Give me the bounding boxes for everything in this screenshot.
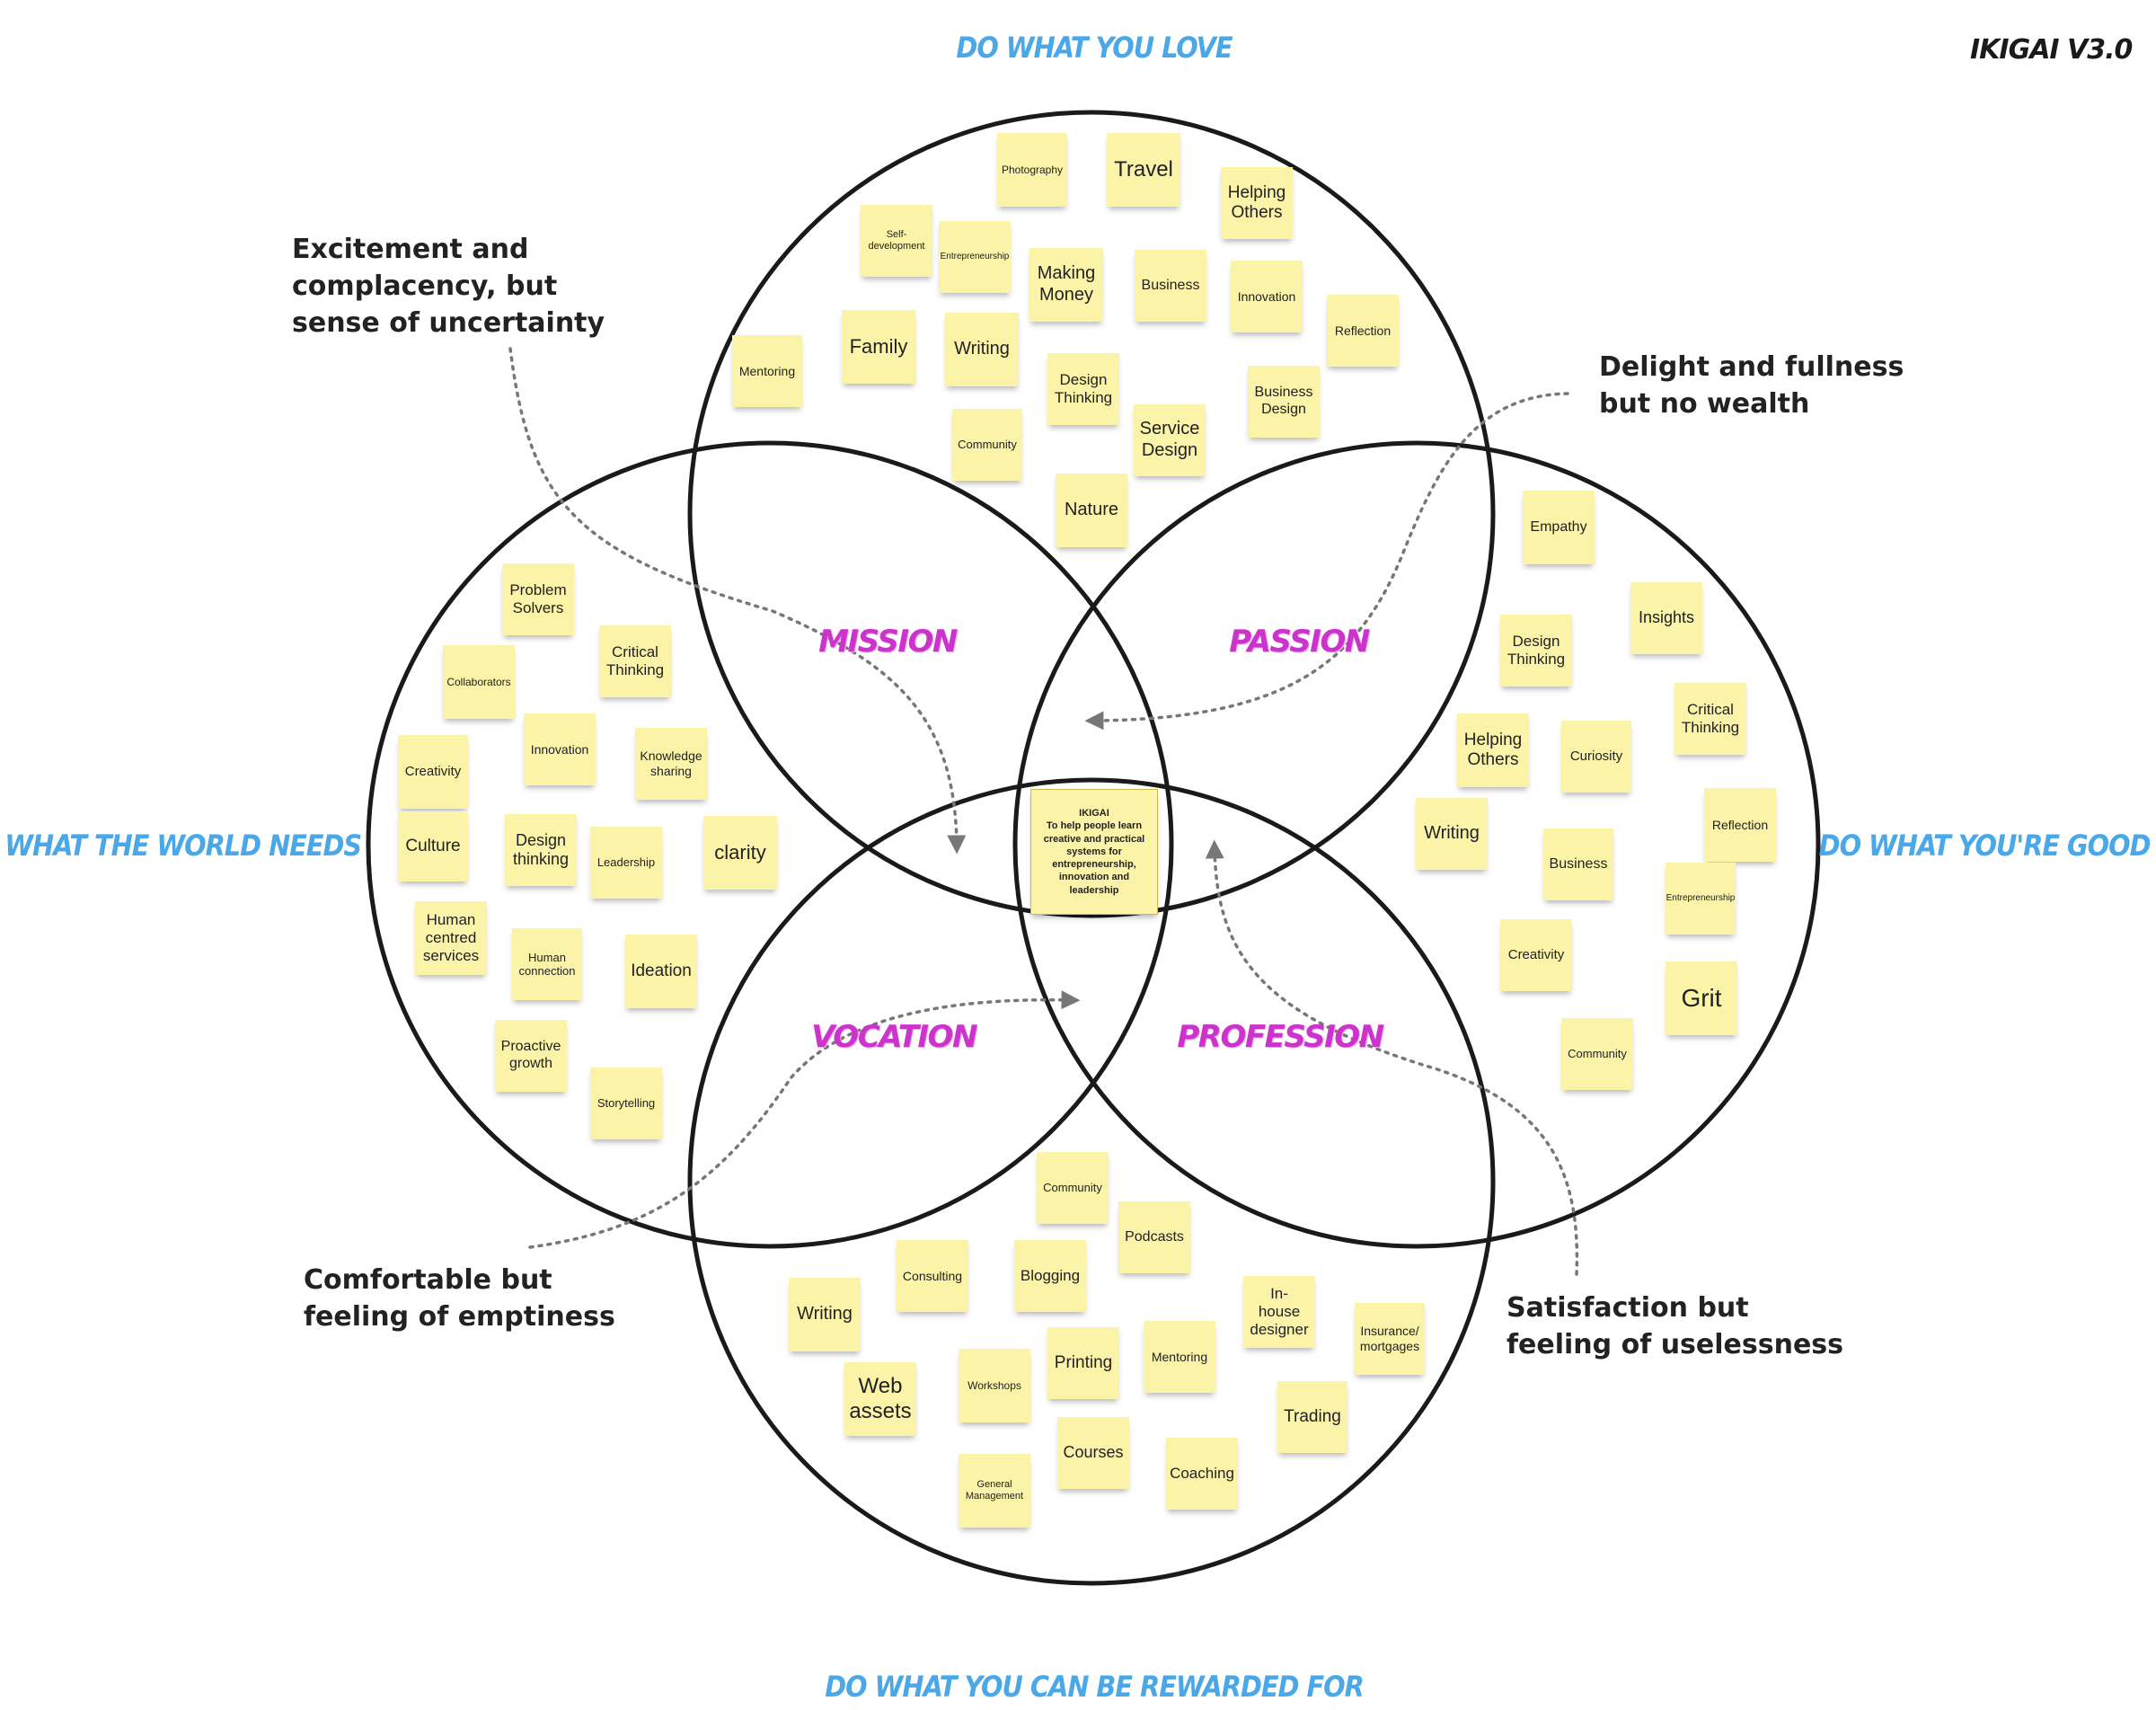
sticky-note-reward-trading[interactable]: Trading <box>1277 1381 1348 1453</box>
sticky-note-love-nature[interactable]: Nature <box>1056 474 1127 547</box>
sticky-note-world-clarity[interactable]: clarity <box>703 816 777 890</box>
sticky-note-world-knowledge-sharing[interactable]: Knowledge sharing <box>635 728 707 800</box>
label-do-what-the-world-needs: DO WHAT THE WORLD NEEDS <box>0 828 362 863</box>
annotation-excitement-uncertainty: Excitement and complacency, but sense of… <box>292 234 605 339</box>
annotation-satisfaction-uselessness: Satisfaction but feeling of uselessness <box>1507 1292 1844 1360</box>
sticky-note-reward-writing[interactable]: Writing <box>789 1278 861 1351</box>
sticky-note-love-community[interactable]: Community <box>952 409 1022 481</box>
sticky-note-good-community[interactable]: Community <box>1561 1018 1633 1090</box>
sticky-note-good-reflection[interactable]: Reflection <box>1704 788 1776 862</box>
annotation-delight-no-wealth: Delight and fullness but no wealth <box>1599 351 1904 420</box>
sticky-note-world-collaborators[interactable]: Collaborators <box>443 645 515 719</box>
sticky-note-reward-blogging[interactable]: Blogging <box>1014 1240 1086 1312</box>
sticky-note-reward-mentoring[interactable]: Mentoring <box>1144 1321 1215 1393</box>
connector-arrow-top-left <box>508 347 967 855</box>
zone-profession: PROFESSION <box>1177 1019 1384 1055</box>
sticky-note-world-design-thinking[interactable]: Design thinking <box>505 814 577 886</box>
sticky-note-good-entrepreneurship[interactable]: Entrepreneurship <box>1666 863 1736 935</box>
sticky-note-world-creativity[interactable]: Creativity <box>398 735 468 809</box>
sticky-note-good-helping-others[interactable]: Helping Others <box>1457 713 1529 787</box>
sticky-note-world-critical-thinking[interactable]: Critical Thinking <box>599 625 671 697</box>
sticky-note-reward-workshops[interactable]: Workshops <box>959 1349 1030 1422</box>
label-do-what-youre-good-at: DO WHAT YOU'RE GOOD AT <box>1818 828 2156 863</box>
sticky-note-world-leadership[interactable]: Leadership <box>590 827 662 899</box>
sticky-note-reward-community[interactable]: Community <box>1037 1152 1109 1224</box>
sticky-note-ikigai-center[interactable]: IKIGAI To help people learn creative and… <box>1030 789 1158 915</box>
annotation-comfortable-emptiness: Comfortable but feeling of emptiness <box>304 1264 615 1333</box>
label-do-what-you-love: DO WHAT YOU LOVE <box>956 31 1233 65</box>
connector-arrow-top-right <box>1084 392 1569 731</box>
sticky-note-love-innovation[interactable]: Innovation <box>1231 261 1303 332</box>
sticky-note-love-self-development[interactable]: Self- development <box>861 205 932 277</box>
sticky-note-world-human-centred-services[interactable]: Human centred services <box>415 901 487 975</box>
sticky-note-love-mentoring[interactable]: Mentoring <box>732 335 802 407</box>
sticky-note-world-storytelling[interactable]: Storytelling <box>590 1068 662 1139</box>
sticky-note-good-curiosity[interactable]: Curiosity <box>1561 721 1631 793</box>
label-do-what-you-can-be-rewarded-for: DO WHAT YOU CAN BE REWARDED FOR <box>825 1670 1365 1704</box>
sticky-note-love-travel[interactable]: Travel <box>1107 133 1180 207</box>
zone-passion: PASSION <box>1229 624 1370 660</box>
sticky-note-world-problem-solvers[interactable]: Problem Solvers <box>502 563 574 635</box>
circle-love <box>687 110 1496 918</box>
zone-vocation: VOCATION <box>811 1019 977 1055</box>
sticky-note-world-proactive-growth[interactable]: Proactive growth <box>495 1020 567 1092</box>
sticky-note-world-culture[interactable]: Culture <box>398 811 468 882</box>
sticky-note-reward-in-house-designer[interactable]: In- house designer <box>1243 1276 1315 1348</box>
connector-arrow-bottom-left <box>528 990 1081 1249</box>
sticky-note-good-design-thinking[interactable]: Design Thinking <box>1500 615 1572 687</box>
sticky-note-good-insights[interactable]: Insights <box>1630 582 1702 654</box>
sticky-note-love-reflection[interactable]: Reflection <box>1327 295 1399 367</box>
sticky-note-love-making-money[interactable]: Making Money <box>1029 248 1103 322</box>
sticky-note-love-helping-others[interactable]: Helping Others <box>1221 167 1293 239</box>
sticky-note-good-business[interactable]: Business <box>1543 828 1613 900</box>
sticky-note-love-writing[interactable]: Writing <box>945 313 1019 386</box>
sticky-note-reward-podcasts[interactable]: Podcasts <box>1118 1201 1190 1273</box>
sticky-note-reward-consulting[interactable]: Consulting <box>897 1240 968 1312</box>
circle-rewarded <box>687 777 1496 1586</box>
sticky-note-love-business[interactable]: Business <box>1135 250 1206 322</box>
sticky-note-love-design-thinking[interactable]: Design Thinking <box>1047 353 1119 425</box>
sticky-note-good-creativity[interactable]: Creativity <box>1500 919 1572 991</box>
connector-arrow-bottom-right <box>1205 839 1579 1276</box>
sticky-note-reward-insurance-mortgages[interactable]: Insurance/ mortgages <box>1355 1303 1425 1375</box>
circle-good-at <box>1012 440 1821 1249</box>
sticky-note-love-photography[interactable]: Photography <box>997 133 1067 207</box>
sticky-note-world-ideation[interactable]: Ideation <box>625 935 697 1008</box>
sticky-note-good-empathy[interactable]: Empathy <box>1523 491 1595 564</box>
sticky-note-world-human-connection[interactable]: Human connection <box>512 928 582 1000</box>
sticky-note-reward-coaching[interactable]: Coaching <box>1166 1438 1238 1510</box>
sticky-note-love-service-design[interactable]: Service Design <box>1134 404 1206 476</box>
sticky-note-world-innovation[interactable]: Innovation <box>524 713 596 785</box>
sticky-note-good-critical-thinking[interactable]: Critical Thinking <box>1674 683 1746 755</box>
sticky-note-reward-printing[interactable]: Printing <box>1047 1327 1119 1399</box>
sticky-note-reward-web-assets[interactable]: Web assets <box>844 1362 916 1436</box>
sticky-note-good-grit[interactable]: Grit <box>1666 961 1737 1035</box>
sticky-note-reward-courses[interactable]: Courses <box>1057 1417 1129 1489</box>
circle-world-needs <box>366 440 1174 1249</box>
sticky-note-love-family[interactable]: Family <box>842 310 915 384</box>
zone-mission: MISSION <box>818 624 958 660</box>
sticky-note-good-writing[interactable]: Writing <box>1416 798 1488 870</box>
sticky-note-love-entrepreneurship[interactable]: Entrepreneurship <box>939 221 1011 293</box>
sticky-note-love-business-design[interactable]: Business Design <box>1248 366 1320 438</box>
sticky-note-reward-general-management[interactable]: General Management <box>959 1454 1030 1528</box>
diagram-title: IKIGAI V3.0 <box>1970 34 2133 66</box>
